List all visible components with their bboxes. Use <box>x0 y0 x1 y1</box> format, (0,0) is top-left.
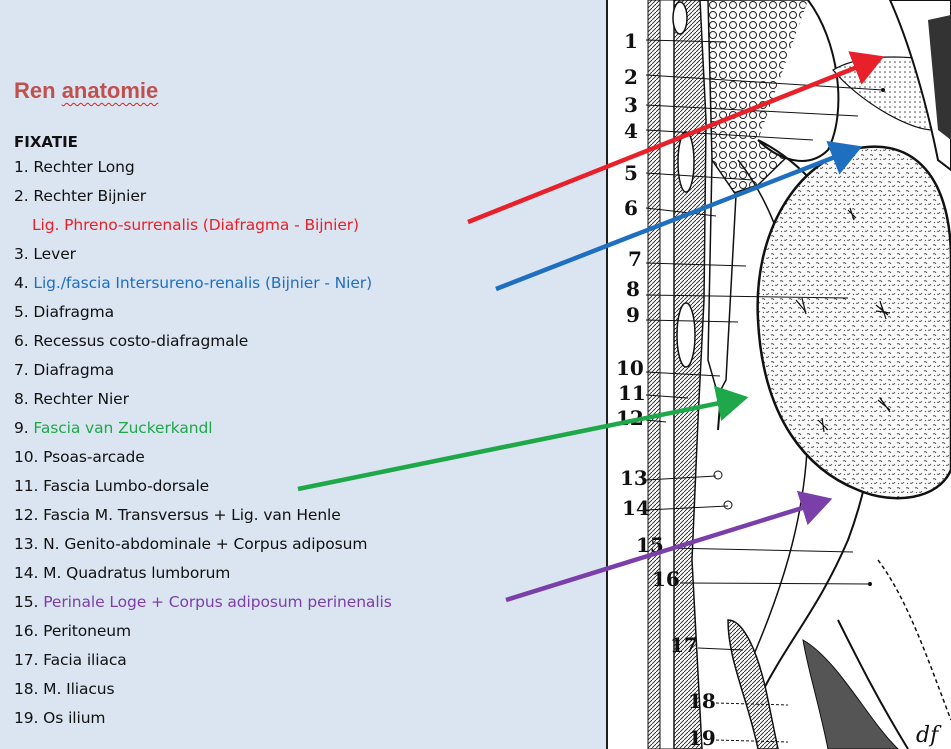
title-underlined-word: anatomie <box>62 78 159 103</box>
diagram-number-19: 19 <box>688 726 716 749</box>
legend-panel: Ren anatomie FIXATIE 1. Rechter Long 2. … <box>0 0 606 749</box>
legend-item-5: 5. Diafragma <box>14 303 114 321</box>
legend-item-4-number: 4. <box>14 274 29 292</box>
diagram-number-1: 1 <box>624 29 638 53</box>
diagram-number-10: 10 <box>616 356 644 380</box>
legend-item-4: 4. Lig./fascia Intersureno-renalis (Bijn… <box>14 274 372 292</box>
artist-signature: df <box>916 723 942 748</box>
legend-item-14: 14. M. Quadratus lumborum <box>14 564 230 582</box>
page-title: Ren anatomie <box>14 78 158 104</box>
legend-item-9-number: 9. <box>14 419 29 437</box>
legend-item-lig-phreno-surrenalis: Lig. Phreno-surrenalis (Diafragma - Bijn… <box>32 216 359 234</box>
legend-item-10: 10. Psoas-arcade <box>14 448 145 466</box>
diagram-number-8: 8 <box>626 277 640 301</box>
diagram-number-18: 18 <box>688 689 716 713</box>
legend-item-6: 6. Recessus costo-diafragmale <box>14 332 248 350</box>
iliacus-muscle <box>803 640 898 749</box>
diagram-number-12: 12 <box>616 406 644 430</box>
diagram-number-11: 11 <box>618 381 646 405</box>
legend-item-7: 7. Diafragma <box>14 361 114 379</box>
kidney-anatomy-diagram: 1 2 3 4 5 6 7 8 9 10 11 12 13 14 15 16 1… <box>608 0 951 749</box>
legend-item-3: 3. Lever <box>14 245 76 263</box>
title-prefix: Ren <box>14 78 62 103</box>
legend-item-12: 12. Fascia M. Transversus + Lig. van Hen… <box>14 506 341 524</box>
diagram-number-14: 14 <box>622 496 650 520</box>
legend-item-17: 17. Facia iliaca <box>14 651 127 669</box>
legend-item-9: 9. Fascia van Zuckerkandl <box>14 419 212 437</box>
legend-item-9-label: Fascia van Zuckerkandl <box>33 419 212 437</box>
legend-item-13: 13. N. Genito-abdominale + Corpus adipos… <box>14 535 367 553</box>
diagram-number-17: 17 <box>670 633 698 657</box>
diagram-number-13: 13 <box>620 466 648 490</box>
legend-item-4-label: Lig./fascia Intersureno-renalis (Bijnier… <box>33 274 372 292</box>
legend-item-15-number: 15. <box>14 593 38 611</box>
legend-item-18: 18. M. Iliacus <box>14 680 115 698</box>
legend-item-16: 16. Peritoneum <box>14 622 131 640</box>
legend-item-8: 8. Rechter Nier <box>14 390 129 408</box>
diagram-number-4: 4 <box>624 119 638 143</box>
peritoneum-line <box>878 560 951 720</box>
costodiaphragmatic-recess <box>708 160 736 395</box>
diagram-number-9: 9 <box>626 303 640 327</box>
diagram-number-15: 15 <box>636 533 664 557</box>
legend-item-2: 2. Rechter Bijnier <box>14 187 146 205</box>
kidney <box>758 147 951 499</box>
diagram-number-3: 3 <box>624 93 638 117</box>
diagram-number-6: 6 <box>624 196 638 220</box>
diagram-number-16: 16 <box>652 567 680 591</box>
legend-item-11: 11. Fascia Lumbo-dorsale <box>14 477 209 495</box>
legend-item-19: 19. Os ilium <box>14 709 105 727</box>
iliac-bone <box>728 620 778 749</box>
legend-item-15-label: Perinale Loge + Corpus adiposum perinena… <box>43 593 392 611</box>
section-heading: FIXATIE <box>14 133 78 151</box>
legend-item-15: 15. Perinale Loge + Corpus adiposum peri… <box>14 593 392 611</box>
legend-item-1: 1. Rechter Long <box>14 158 135 176</box>
diagram-number-2: 2 <box>624 65 638 89</box>
diagram-number-5: 5 <box>624 161 638 185</box>
diagram-number-7: 7 <box>628 247 642 271</box>
